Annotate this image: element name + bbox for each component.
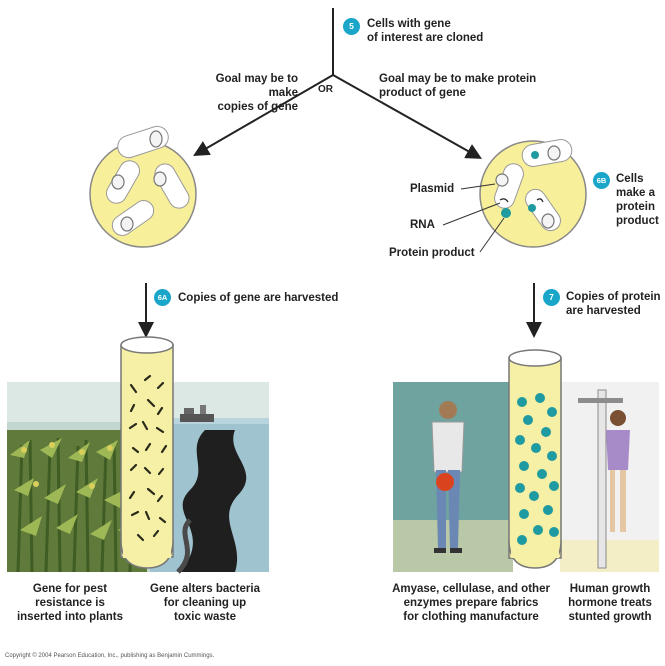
right-goal: Goal may be to make protein product of g…	[379, 72, 536, 100]
left-test-tube	[121, 337, 173, 568]
copyright-notice: Copyright © 2004 Pearson Education, Inc.…	[5, 653, 214, 659]
step-7-line2: are harvested	[566, 304, 661, 318]
step-6b-line1: Cells	[616, 172, 659, 186]
step-7-line1: Copies of protein	[566, 290, 661, 304]
caption-enzymes: Amyase, cellulase, and other enzymes pre…	[386, 582, 556, 624]
left-cell	[90, 124, 196, 247]
or-label: OR	[318, 83, 333, 97]
caption-growth-hormone: Human growth hormone treats stunted grow…	[560, 582, 660, 624]
step-6b-line4: product	[616, 214, 659, 228]
caption-1-line3: inserted into plants	[5, 610, 135, 624]
right-cell	[443, 138, 586, 252]
left-goal-line1: Goal may be to make	[184, 72, 298, 100]
step-6a-badge: 6A	[154, 289, 171, 306]
caption-4-line3: stunted growth	[560, 610, 660, 624]
protein-product-label: Protein product	[389, 246, 475, 260]
left-goal: Goal may be to make copies of gene	[184, 72, 298, 114]
step-6b-line3: protein	[616, 200, 659, 214]
right-test-tube	[509, 350, 561, 568]
step-5-text: Cells with gene of interest are cloned	[367, 17, 483, 45]
caption-1-line1: Gene for pest	[5, 582, 135, 596]
caption-3-line1: Amyase, cellulase, and other	[386, 582, 556, 596]
step-5-line1: Cells with gene	[367, 17, 483, 31]
caption-1-line2: resistance is	[5, 596, 135, 610]
plasmid-label: Plasmid	[410, 182, 454, 196]
caption-4-line1: Human growth	[560, 582, 660, 596]
caption-toxic-waste: Gene alters bacteria for cleaning up tox…	[140, 582, 270, 624]
right-goal-line2: product of gene	[379, 86, 536, 100]
caption-4-line2: hormone treats	[560, 596, 660, 610]
step-7-text: Copies of protein are harvested	[566, 290, 661, 318]
caption-2-line2: for cleaning up	[140, 596, 270, 610]
caption-2-line1: Gene alters bacteria	[140, 582, 270, 596]
right-goal-line1: Goal may be to make protein	[379, 72, 536, 86]
step-6b-text: Cells make a protein product	[616, 172, 659, 228]
rna-label: RNA	[410, 218, 435, 232]
step-5-badge: 5	[343, 18, 360, 35]
step-5-line2: of interest are cloned	[367, 31, 483, 45]
caption-3-line2: enzymes prepare fabrics	[386, 596, 556, 610]
caption-pest-resistance: Gene for pest resistance is inserted int…	[5, 582, 135, 624]
step-6b-line2: make a	[616, 186, 659, 200]
caption-2-line3: toxic waste	[140, 610, 270, 624]
left-goal-line2: copies of gene	[184, 100, 298, 114]
caption-3-line3: for clothing manufacture	[386, 610, 556, 624]
step-6a-text: Copies of gene are harvested	[178, 291, 338, 305]
step-7-badge: 7	[543, 289, 560, 306]
step-6b-badge: 6B	[593, 172, 610, 189]
